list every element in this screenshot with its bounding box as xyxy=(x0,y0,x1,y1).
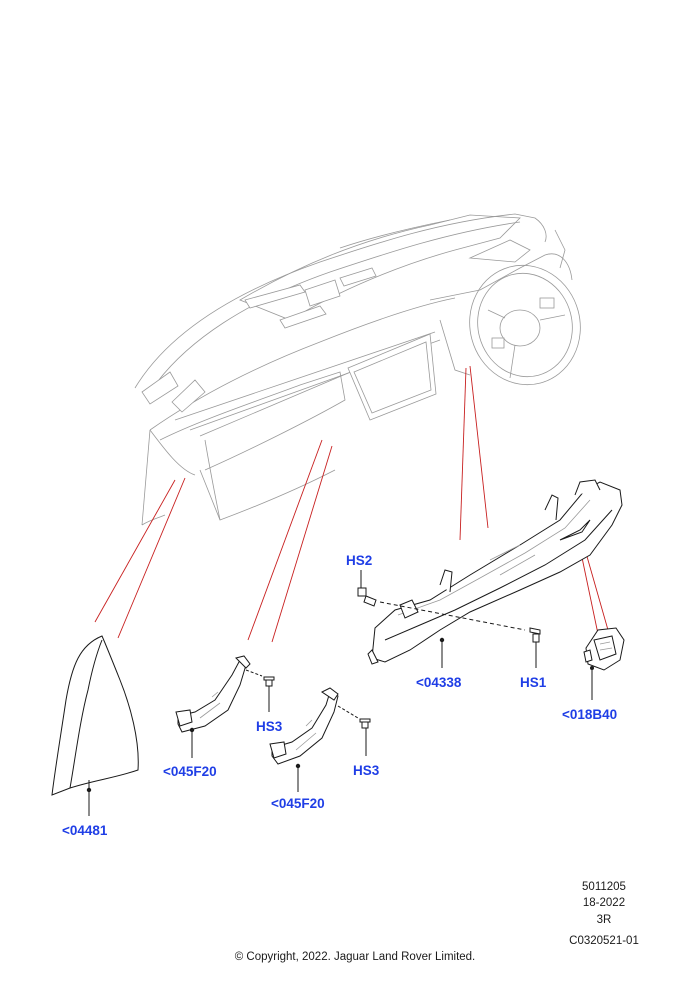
label-part-04338: <04338 xyxy=(416,675,462,690)
screw-hs3-2 xyxy=(337,705,371,756)
label-hs3-first: HS3 xyxy=(256,719,283,734)
screw-hs1 xyxy=(529,627,541,668)
label-part-045f20-first: <045F20 xyxy=(163,764,217,779)
part-lower-carrier xyxy=(367,479,623,668)
part-trim-bracket-1 xyxy=(175,655,251,758)
copyright-notice: © Copyright, 2022. Jaguar Land Rover Lim… xyxy=(235,951,476,963)
label-part-04481: <04481 xyxy=(62,823,108,838)
part-trim-bracket-2 xyxy=(269,687,339,792)
leader-lines xyxy=(94,365,609,643)
reference-revision: 3R xyxy=(597,914,612,926)
part-side-panel xyxy=(51,635,139,816)
label-hs3-second: HS3 xyxy=(353,763,380,778)
steering-wheel xyxy=(469,264,581,386)
label-part-018b40: <018B40 xyxy=(562,707,617,722)
part-switch-module xyxy=(583,627,625,700)
reference-date: 18-2022 xyxy=(583,897,625,909)
label-hs1: HS1 xyxy=(520,675,547,690)
reference-number: 5011205 xyxy=(582,881,626,893)
reference-code: C0320521-01 xyxy=(569,935,639,947)
screw-hs2 xyxy=(357,570,377,607)
screw-hs3-1 xyxy=(245,669,275,712)
label-hs2: HS2 xyxy=(346,553,372,568)
dashboard-assembly xyxy=(134,213,581,526)
label-part-045f20-second: <045F20 xyxy=(271,796,325,811)
